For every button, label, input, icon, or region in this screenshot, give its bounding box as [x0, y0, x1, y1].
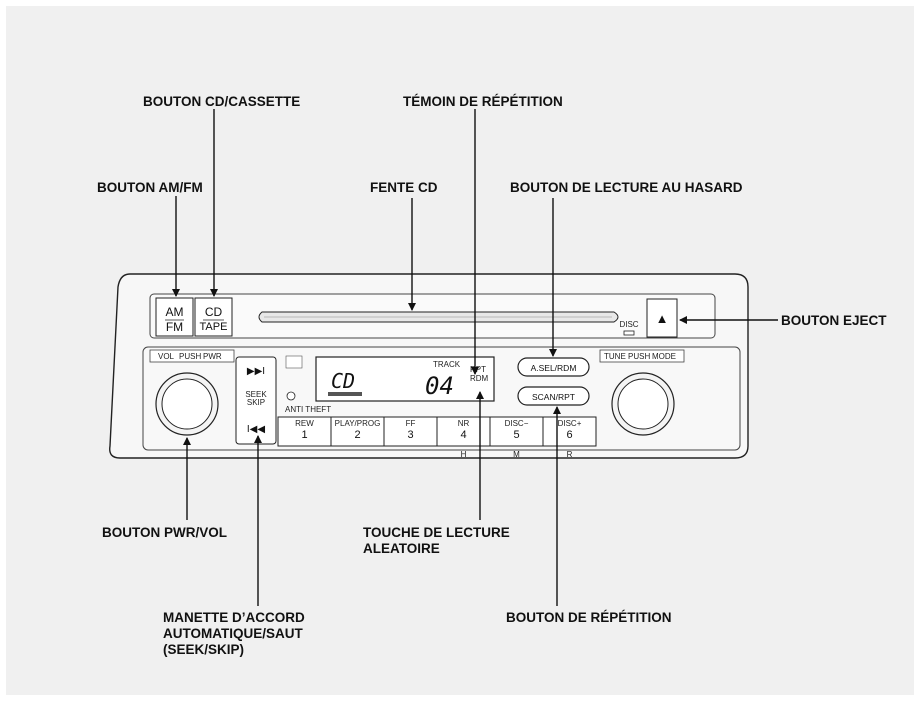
preset-label: FF — [406, 419, 416, 428]
svg-text:PWR: PWR — [203, 352, 222, 361]
label-pwr-vol: BOUTON PWR/VOL — [102, 525, 227, 540]
svg-text:PUSH: PUSH — [179, 352, 201, 361]
preset-number: 6 — [566, 429, 572, 441]
svg-text:A.SEL/RDM: A.SEL/RDM — [531, 363, 577, 373]
leader-lines — [172, 109, 778, 606]
label-random-key-line1: TOUCHE DE LECTURE — [363, 525, 510, 540]
tune-knob[interactable] — [611, 372, 675, 436]
preset-button-5[interactable]: DISC−5M — [489, 416, 544, 459]
lcd-rpt: RPT — [470, 365, 486, 374]
label-cd-cassette: BOUTON CD/CASSETTE — [143, 94, 300, 109]
preset-number: 5 — [513, 429, 519, 441]
preset-sublabel: H — [461, 450, 467, 459]
preset-label: REW — [295, 419, 314, 428]
preset-button-3[interactable]: FF3 — [383, 416, 438, 447]
eject-icon: ▲ — [656, 311, 669, 326]
lcd-rdm: RDM — [470, 374, 489, 383]
label-seek-line1: MANETTE D’ACCORD — [163, 610, 305, 625]
lcd-track-label: TRACK — [433, 360, 461, 369]
lcd-level-bar — [328, 392, 362, 396]
preset-sublabel: M — [513, 450, 520, 459]
preset-button-6[interactable]: DISC+6R — [542, 416, 597, 459]
label-eject: BOUTON EJECT — [781, 313, 887, 328]
fm-label: FM — [166, 320, 183, 334]
label-random-key-line2: ALEATOIRE — [363, 541, 440, 556]
am-label: AM — [166, 305, 184, 319]
lcd-track-number: 04 — [425, 372, 454, 400]
tune-mode-label: TUNE PUSH MODE — [599, 349, 685, 363]
preset-number: 4 — [460, 429, 466, 441]
cd-label: CD — [205, 305, 223, 319]
scan-rpt-button[interactable]: SCAN/RPT — [517, 386, 590, 406]
disc-indicator — [623, 330, 635, 336]
seek-skip-rocker[interactable]: ▶▶I SEEK SKIP I◀◀ — [235, 356, 277, 445]
vol-pwr-label: VOL PUSH PWR — [149, 349, 235, 363]
preset-sublabel: R — [567, 450, 573, 459]
svg-text:VOL: VOL — [158, 352, 175, 361]
svg-text:TUNE: TUNE — [604, 352, 626, 361]
label-random-button: BOUTON DE LECTURE AU HASARD — [510, 180, 743, 195]
callout-labels: BOUTON CD/CASSETTE TÉMOIN DE RÉPÉTITION … — [97, 94, 887, 657]
preset-number: 1 — [301, 429, 307, 441]
svg-text:SEEK: SEEK — [245, 390, 267, 399]
lcd-display: CD TRACK 04 RPT RDM — [315, 356, 495, 402]
label-am-fm: BOUTON AM/FM — [97, 180, 203, 195]
svg-text:PUSH: PUSH — [628, 352, 650, 361]
preset-number: 2 — [354, 429, 360, 441]
lcd-mode: CD — [331, 369, 355, 393]
label-repeat-indicator: TÉMOIN DE RÉPÉTITION — [403, 94, 563, 109]
label-seek-line2: AUTOMATIQUE/SAUT — [163, 626, 303, 641]
am-fm-button[interactable]: AM FM — [155, 297, 194, 337]
label-cd-slot: FENTE CD — [370, 180, 438, 195]
next-track-icon: ▶▶I — [247, 366, 265, 377]
preset-label: DISC+ — [558, 419, 582, 428]
label-repeat-button: BOUTON DE RÉPÉTITION — [506, 610, 672, 625]
volume-knob[interactable] — [155, 372, 219, 436]
radio-unit: AM FM CD TAPE DISC ▲ VOL PUSH P — [109, 273, 749, 459]
asel-rdm-button[interactable]: A.SEL/RDM — [517, 357, 590, 377]
svg-text:SCAN/RPT: SCAN/RPT — [532, 392, 575, 402]
label-seek-line3: (SEEK/SKIP) — [163, 642, 244, 657]
disc-label: DISC — [619, 320, 638, 329]
anti-theft-indicator — [286, 391, 296, 401]
preset-label: NR — [458, 419, 470, 428]
anti-theft-label: ANTI THEFT — [285, 405, 331, 414]
preset-label: DISC− — [505, 419, 529, 428]
svg-text:MODE: MODE — [652, 352, 676, 361]
preset-label: PLAY/PROG — [335, 419, 381, 428]
brand-logo — [285, 355, 303, 369]
preset-number: 3 — [407, 429, 413, 441]
prev-track-icon: I◀◀ — [247, 424, 265, 435]
svg-text:SKIP: SKIP — [247, 398, 265, 407]
cd-slot — [258, 311, 619, 323]
cd-tape-button[interactable]: CD TAPE — [194, 297, 233, 337]
eject-button[interactable]: ▲ — [646, 298, 678, 338]
tape-label: TAPE — [200, 321, 228, 333]
